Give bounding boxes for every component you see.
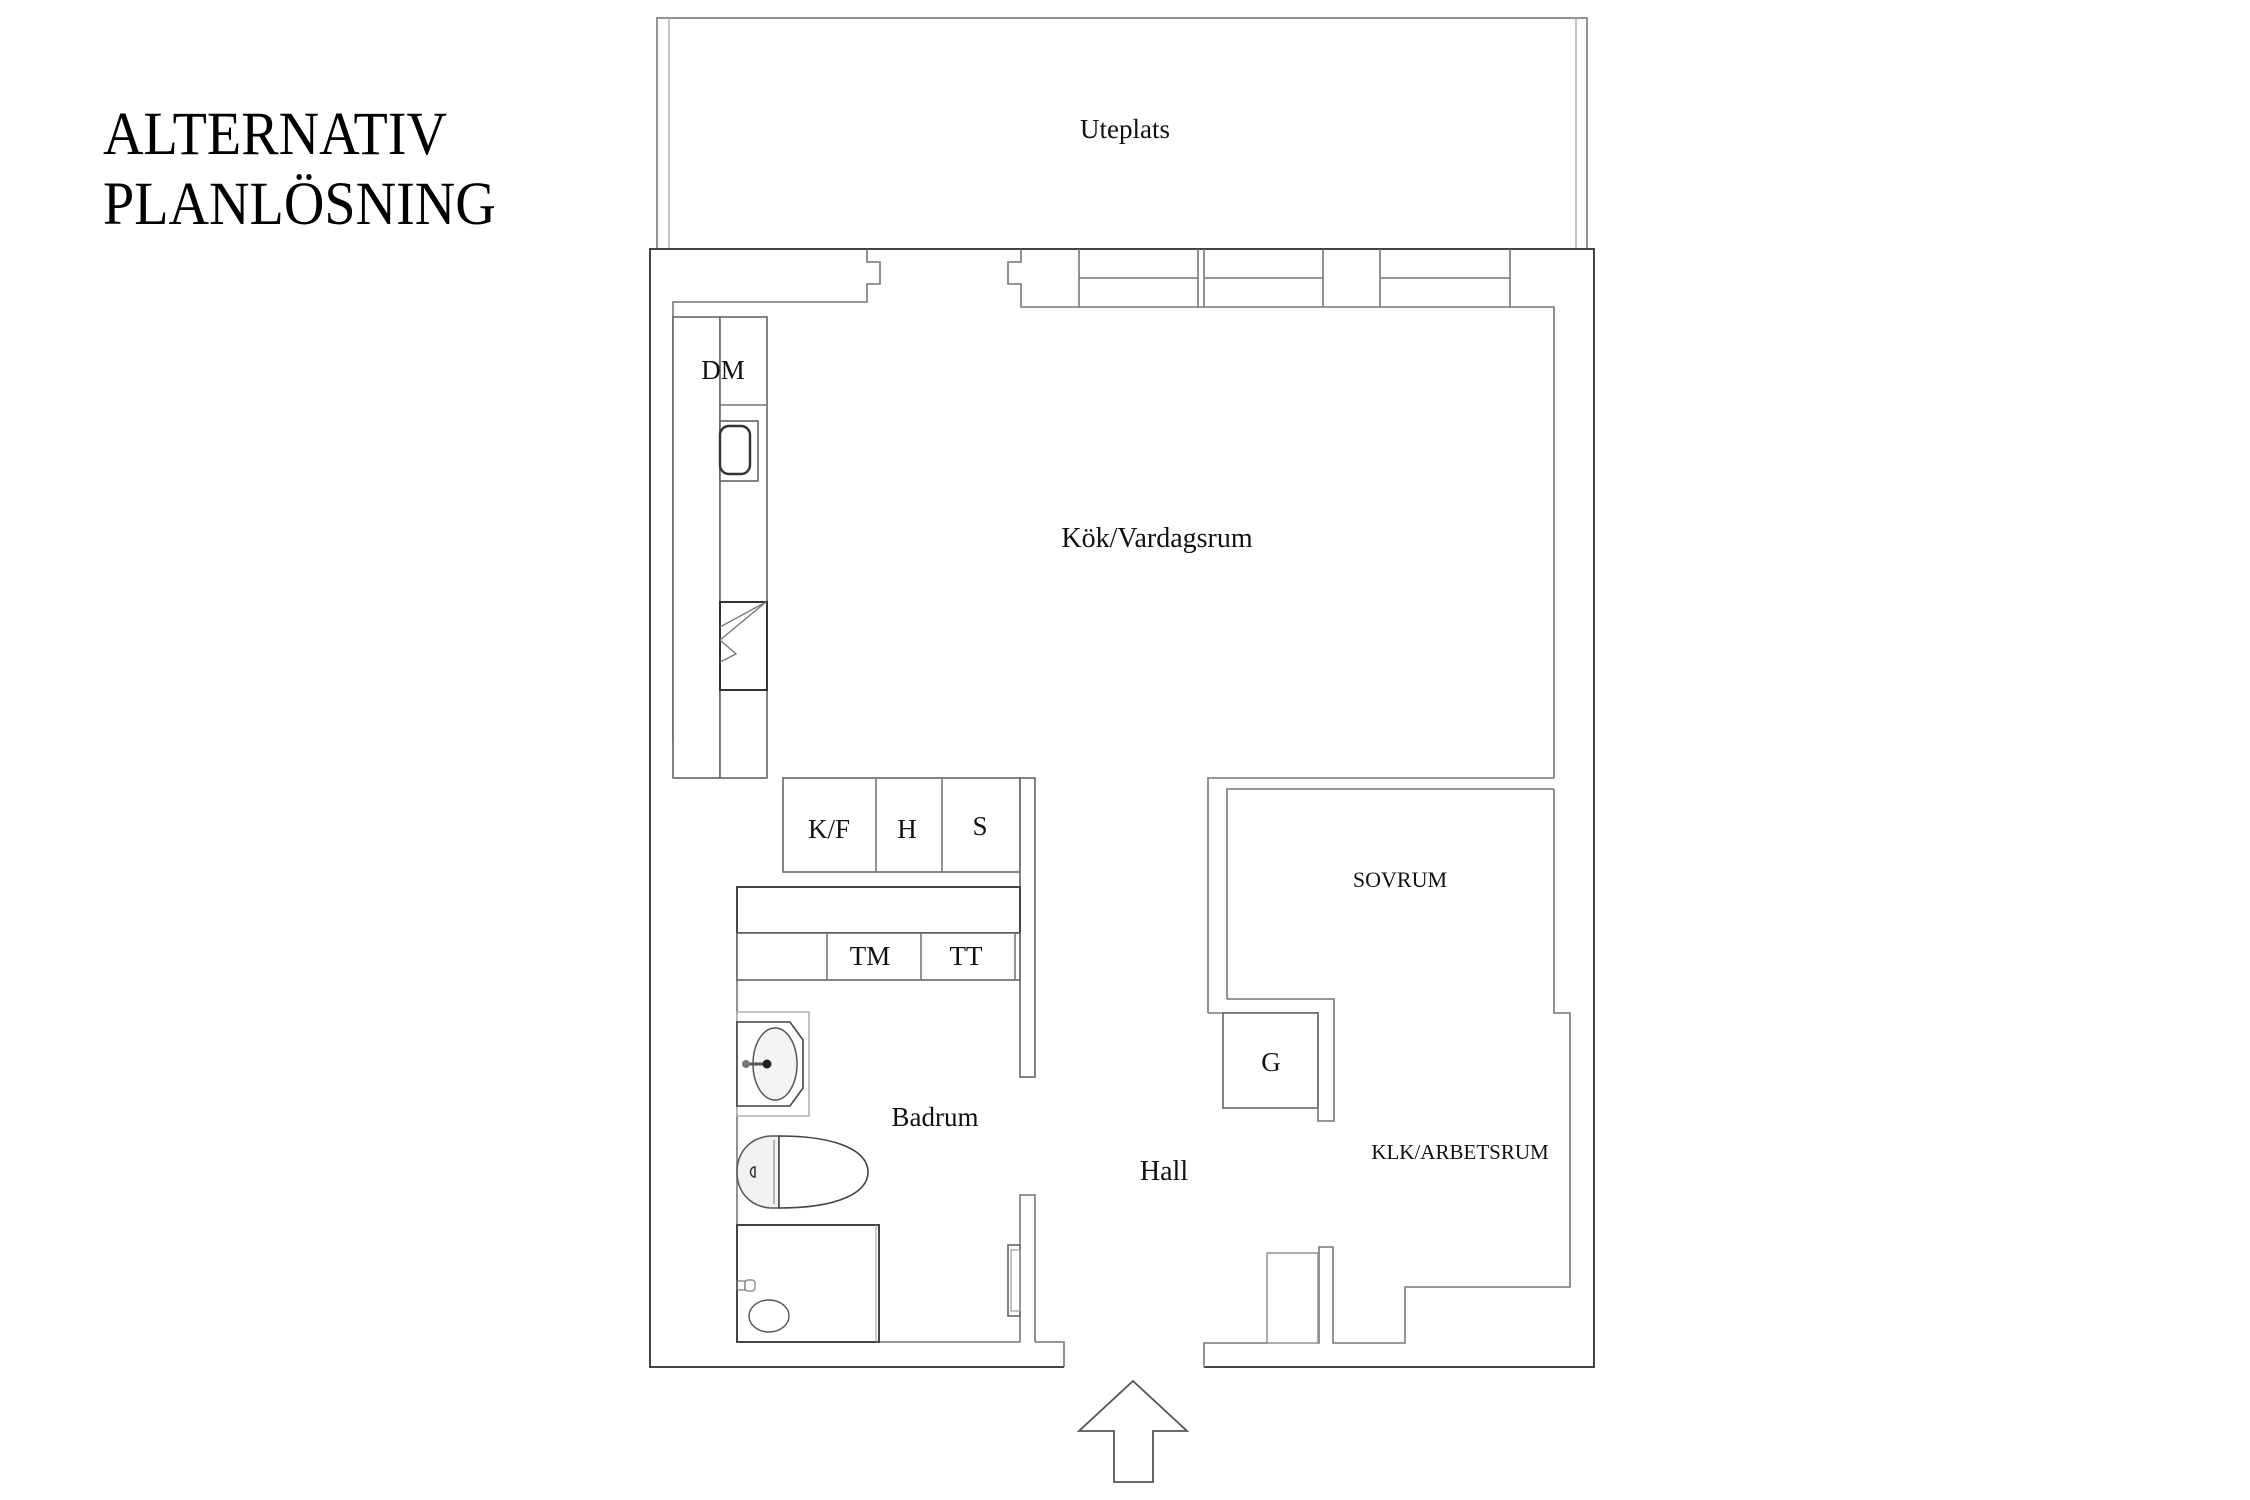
top-wall bbox=[672, 249, 1555, 778]
shower-icon bbox=[736, 1224, 880, 1343]
laundry-row bbox=[736, 886, 1021, 981]
fixture-label-s: S bbox=[972, 811, 987, 841]
room-label-sovrum: SOVRUM bbox=[1353, 867, 1447, 892]
room-label-badrum: Badrum bbox=[892, 1102, 979, 1132]
fixture-label-tm: TM bbox=[850, 941, 891, 971]
kitchen-counter bbox=[672, 316, 768, 779]
window-1 bbox=[1078, 249, 1199, 307]
fixture-label-h: H bbox=[897, 814, 917, 844]
room-label-klk-arbetsrum: KLK/ARBETSRUM bbox=[1371, 1140, 1549, 1164]
fixture-label-tt: TT bbox=[950, 941, 983, 971]
fixture-label-kf: K/F bbox=[808, 814, 850, 844]
wardrobe-g bbox=[1222, 1012, 1319, 1109]
kitchen-sink-icon bbox=[718, 420, 759, 482]
outer-wall bbox=[649, 248, 1595, 1368]
window-2 bbox=[1203, 249, 1324, 307]
plan-title: ALTERNATIV PLANLÖSNING bbox=[103, 100, 496, 240]
entrance-arrow-icon bbox=[1076, 1379, 1190, 1483]
room-label-kok-vardagsrum: Kök/Vardagsrum bbox=[1061, 523, 1253, 554]
window-3 bbox=[1379, 249, 1511, 307]
fixture-label-g: G bbox=[1261, 1047, 1281, 1077]
washbasin-icon bbox=[736, 1011, 810, 1117]
fixture-label-dm: DM bbox=[701, 355, 745, 385]
stove-icon bbox=[719, 601, 768, 691]
title-line-1: ALTERNATIV bbox=[103, 101, 447, 168]
room-label-hall: Hall bbox=[1140, 1156, 1188, 1187]
toilet-icon bbox=[736, 1135, 869, 1209]
room-label-uteplats: Uteplats bbox=[1080, 114, 1170, 144]
title-line-2: PLANLÖSNING bbox=[103, 171, 496, 238]
bedroom-walls bbox=[1203, 777, 1571, 1367]
appliance-row bbox=[782, 777, 1021, 873]
